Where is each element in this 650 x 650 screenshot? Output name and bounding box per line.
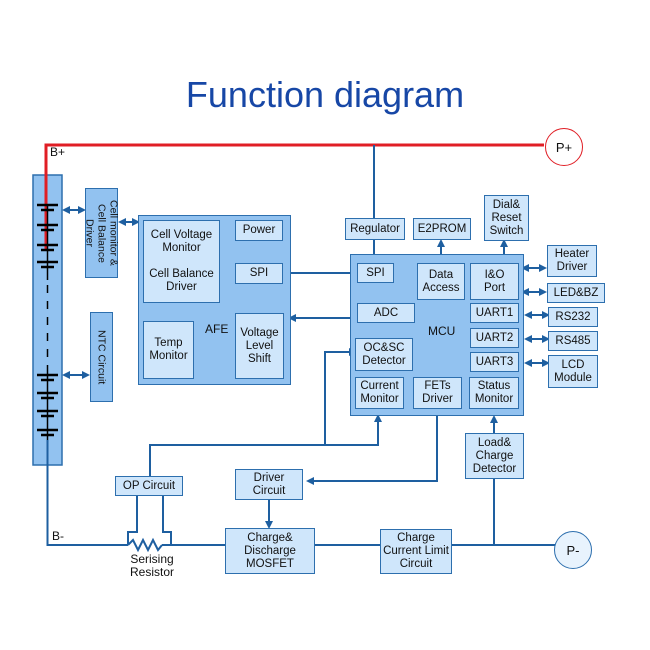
charge-discharge-mosfet-box: Charge& Discharge MOSFET — [225, 528, 315, 574]
e2prom-box: E2PROM — [413, 218, 471, 240]
regulator-box: Regulator — [345, 218, 405, 240]
driver-circuit-box: Driver Circuit — [235, 469, 303, 500]
op-circuit-box: OP Circuit — [115, 476, 183, 496]
fets-driver-box: FETs Driver — [413, 377, 462, 409]
mcu-spi-box: SPI — [357, 263, 394, 283]
uart2-box: UART2 — [470, 328, 519, 348]
led-bz-box: LED&BZ — [547, 283, 605, 303]
b-plus-label: B+ — [50, 145, 66, 159]
battery-cells-bottom — [37, 370, 58, 440]
heater-driver-box: Heater Driver — [547, 245, 597, 277]
afe-spi-box: SPI — [235, 263, 283, 284]
uart1-box: UART1 — [470, 303, 519, 323]
voltage-level-shift-box: Voltage Level Shift — [235, 313, 284, 379]
io-port-box: I&O Port — [470, 263, 519, 300]
charge-current-limit-box: Charge Current Limit Circuit — [380, 529, 452, 574]
b-plus-line — [44, 143, 544, 250]
rs485-box: RS485 — [548, 331, 598, 351]
afe-label: AFE — [205, 322, 229, 336]
ocsc-detector-box: OC&SC Detector — [355, 338, 413, 371]
page-title: Function diagram — [185, 74, 465, 115]
cell-voltage-monitor-box: Cell Voltage Monitor Cell Balance Driver — [143, 220, 220, 303]
load-charge-detector-box: Load& Charge Detector — [465, 433, 524, 479]
p-plus-terminal: P+ — [545, 128, 583, 166]
temp-monitor-box: Temp Monitor — [143, 321, 194, 379]
dial-reset-switch-box: Dial& Reset Switch — [484, 195, 529, 241]
b-minus-label: B- — [52, 529, 64, 543]
rs232-box: RS232 — [548, 307, 598, 327]
sensing-resistor-label: Serising Resistor — [129, 552, 174, 579]
battery-cells-top — [37, 203, 58, 280]
status-monitor-box: Status Monitor — [469, 377, 519, 409]
cell-monitor-box: Cell monitor & Cell Balance Driver — [84, 188, 120, 278]
uart3-box: UART3 — [470, 352, 519, 372]
ntc-circuit-box: NTC Circuit — [90, 312, 113, 402]
data-access-box: Data Access — [417, 263, 465, 300]
afe-power-box: Power — [235, 220, 283, 241]
p-minus-terminal: P- — [554, 531, 592, 569]
current-monitor-box: Current Monitor — [355, 377, 404, 409]
mcu-label: MCU — [428, 324, 456, 338]
adc-box: ADC — [357, 303, 415, 323]
lcd-module-box: LCD Module — [548, 355, 598, 388]
